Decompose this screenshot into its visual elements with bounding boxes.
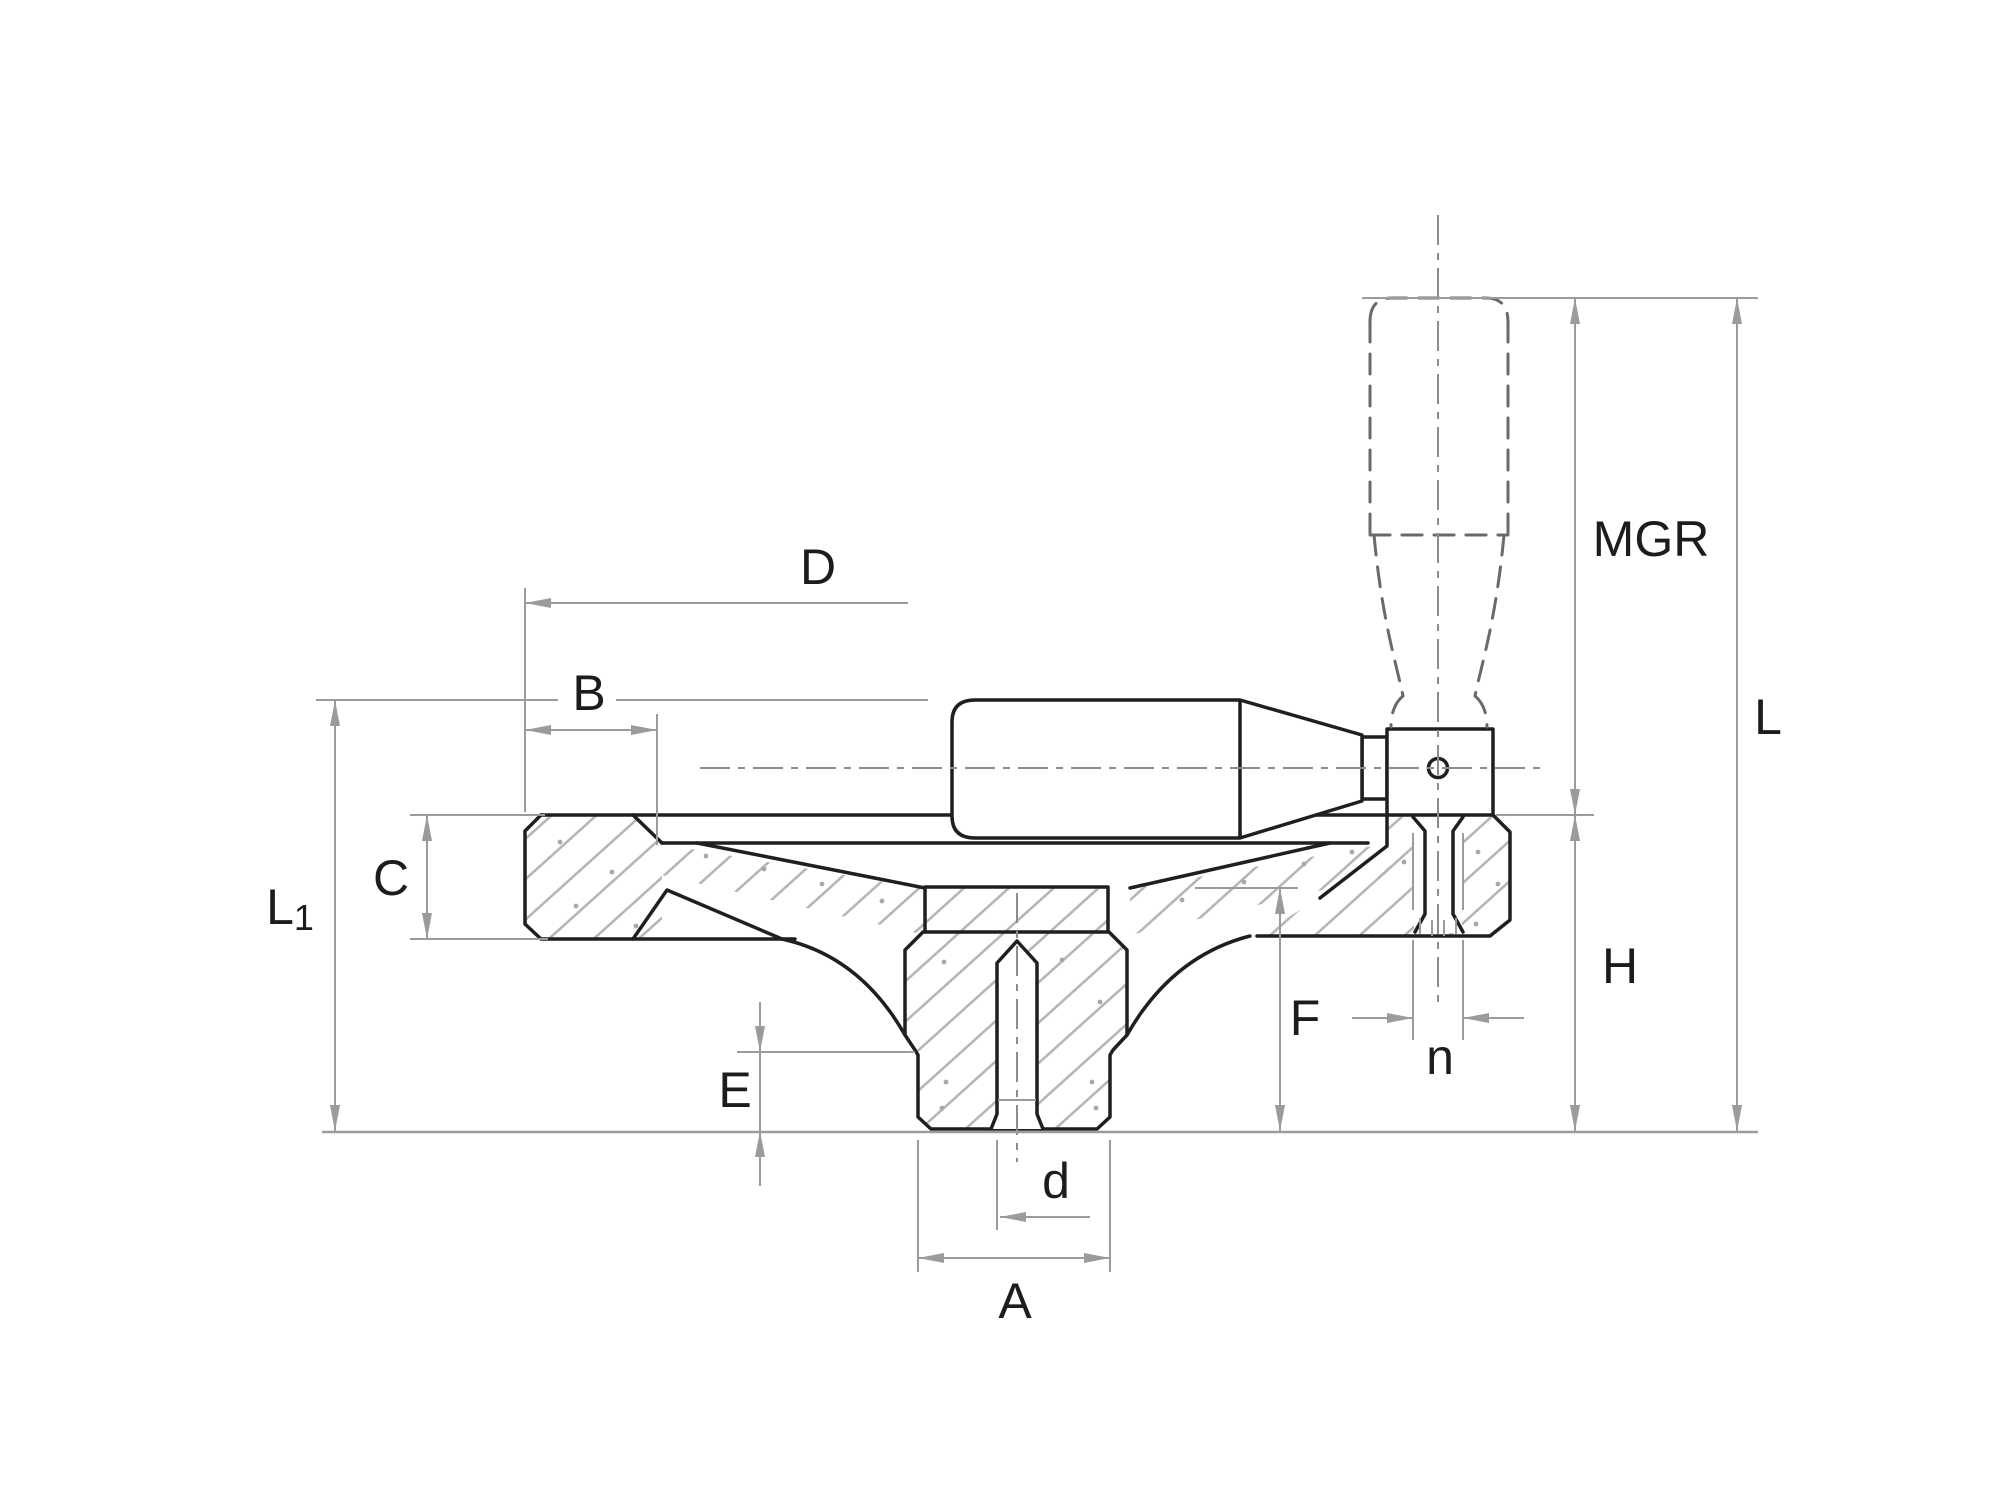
hub-bore	[989, 939, 1045, 1131]
arrow-A-left	[918, 1253, 944, 1263]
arrow-L1-top	[330, 700, 340, 726]
arrow-B-right	[631, 725, 657, 735]
handle-thread-right	[1451, 815, 1465, 934]
label-n: n	[1426, 1029, 1454, 1085]
label-E: E	[718, 1062, 751, 1118]
arrow-L-bottom	[1732, 1105, 1742, 1131]
wheel-section-outlines	[523, 813, 1512, 1131]
hub-collar	[923, 885, 1110, 934]
label-L1: L1	[266, 879, 314, 938]
arrow-L-top	[1732, 298, 1742, 324]
dimension-arrows	[330, 298, 1742, 1263]
phantom-base-right	[1473, 694, 1489, 729]
centerlines	[700, 215, 1548, 1162]
revolving-handle	[950, 698, 1495, 840]
arrow-H-bottom	[1570, 1105, 1580, 1131]
hub-body	[903, 930, 1129, 1131]
label-D: D	[800, 539, 836, 595]
arrow-E-bottom	[755, 1131, 765, 1157]
label-A: A	[998, 1273, 1032, 1329]
left-spoke-leg	[780, 937, 907, 1037]
right-rim-inner-edge	[1318, 813, 1389, 900]
arrow-E-top	[755, 1026, 765, 1052]
arrow-H-top	[1570, 815, 1580, 841]
arrow-B-left	[525, 725, 551, 735]
left-rim-hatch	[525, 815, 662, 939]
phantom-taper-left	[1372, 533, 1405, 698]
arrow-d	[1000, 1212, 1026, 1222]
arrow-A-right	[1084, 1253, 1110, 1263]
label-B: B	[572, 665, 605, 721]
label-H: H	[1602, 938, 1638, 994]
label-d: d	[1042, 1153, 1070, 1209]
arrow-MGR-top	[1570, 298, 1580, 324]
label-F: F	[1290, 990, 1321, 1046]
right-spoke-leg	[1125, 934, 1252, 1037]
right-rim-profile	[1255, 813, 1512, 938]
arrow-n-left	[1387, 1013, 1413, 1023]
left-web-hatch	[657, 843, 925, 935]
arrow-C-bottom	[422, 913, 432, 939]
dimension-labels: D B C L1 E d A F n H MGR L	[266, 511, 1782, 1329]
thread-minor-lines	[998, 833, 1464, 1101]
arrow-MGR-bottom	[1570, 789, 1580, 815]
arrow-L1-bottom	[330, 1105, 340, 1131]
arrow-F-top	[1275, 888, 1285, 914]
label-L: L	[1754, 689, 1782, 745]
left-spoke-profile	[631, 888, 784, 941]
phantom-base-left	[1389, 694, 1405, 729]
arrow-F-bottom	[1275, 1105, 1285, 1131]
arrow-D-left	[525, 598, 551, 608]
phantom-taper-right	[1473, 533, 1506, 698]
label-MGR: MGR	[1593, 511, 1710, 567]
arrow-C-top	[422, 815, 432, 841]
left-rim-profile	[523, 813, 797, 941]
handle-grip-horizontal	[950, 698, 1364, 840]
right-web-edge	[1128, 841, 1332, 890]
arrow-n-right	[1463, 1013, 1489, 1023]
left-web-edge	[695, 841, 927, 890]
label-C: C	[373, 850, 409, 906]
